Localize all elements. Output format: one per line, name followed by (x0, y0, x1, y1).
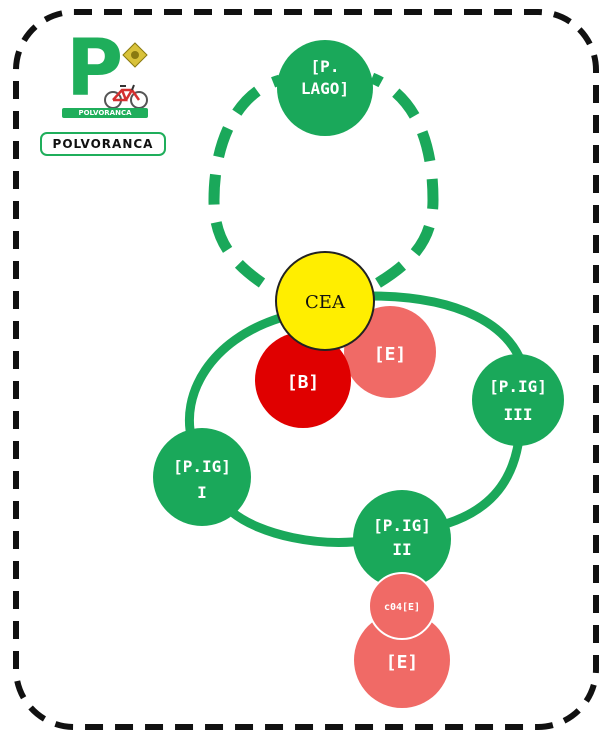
node-pig1[interactable]: [P.IG] I (153, 428, 251, 526)
node-lago-line2: LAGO] (301, 79, 349, 98)
node-e-top-label: [E] (374, 344, 407, 365)
node-pig1-line1: [P.IG] (173, 457, 231, 476)
node-e-bottom-label: [E] (386, 652, 419, 673)
node-e-bottom[interactable]: [E] (354, 612, 450, 708)
node-c04[interactable]: c04[E] (368, 572, 436, 640)
dashed-route-right (369, 72, 439, 288)
node-b-label: [B] (287, 372, 320, 393)
bicycle-icon (104, 84, 148, 109)
node-lago[interactable]: [P. LAGO] (277, 40, 373, 136)
logo-letter: P (66, 24, 124, 114)
node-lago-line1: [P. (311, 57, 340, 76)
logo-label: POLVORANCA (40, 132, 166, 156)
route-pig1-cea (184, 313, 282, 442)
dashed-route-left (208, 74, 282, 288)
node-pig1-line2: I (197, 483, 207, 502)
route-pig2-pig1 (229, 508, 371, 547)
node-pig2-line1: [P.IG] (373, 516, 431, 535)
node-pig3-line2: III (504, 405, 533, 424)
node-cea-label: CEA (305, 292, 346, 313)
node-pig2-line2: II (392, 540, 411, 559)
node-cea[interactable]: CEA (275, 251, 375, 351)
polvoranca-logo: P POLVORANCA (62, 30, 158, 130)
node-pig3[interactable]: [P.IG] III (472, 354, 564, 446)
node-c04-label: c04[E] (384, 602, 420, 613)
node-b[interactable]: [B] (255, 332, 351, 428)
warning-sign-icon (122, 42, 148, 68)
logo-strip-text: POLVORANCA (62, 108, 148, 118)
node-e-top[interactable]: [E] (344, 306, 436, 398)
dashed-frame (13, 9, 599, 730)
node-pig2[interactable]: [P.IG] II (353, 490, 451, 588)
node-pig3-line1: [P.IG] (489, 377, 547, 396)
